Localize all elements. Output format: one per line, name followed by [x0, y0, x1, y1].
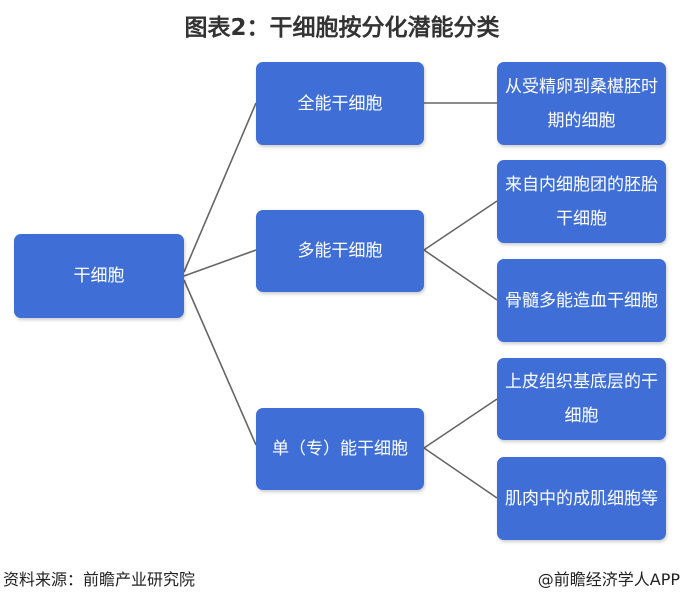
connector-line	[183, 249, 257, 277]
node-unipotent: 单（专）能干细胞	[256, 408, 424, 490]
leaf-node: 来自内细胞团的胚胎干细胞	[497, 160, 666, 243]
diagram-title: 图表2：干细胞按分化潜能分类	[184, 15, 500, 41]
leaf-node: 骨髓多能造血干细胞	[497, 259, 666, 342]
connector-line	[423, 200, 498, 251]
node-totipotent: 全能干细胞	[256, 62, 424, 145]
connector-line	[423, 398, 498, 449]
connector-line	[183, 279, 257, 446]
leaf-node: 从受精卵到桑椹胚时期的细胞	[497, 62, 666, 145]
node-pluripotent: 多能干细胞	[256, 210, 424, 292]
credit-note: @前瞻经济学人APP	[537, 570, 680, 589]
connector-line	[423, 447, 498, 499]
leaf-node: 肌肉中的成肌细胞等	[497, 457, 666, 540]
leaf-node: 上皮组织基底层的干细胞	[497, 358, 666, 440]
source-note: 资料来源：前瞻产业研究院	[3, 570, 196, 589]
node-root: 干细胞	[14, 234, 184, 318]
connector-line	[423, 249, 498, 301]
connector-line	[183, 102, 257, 273]
